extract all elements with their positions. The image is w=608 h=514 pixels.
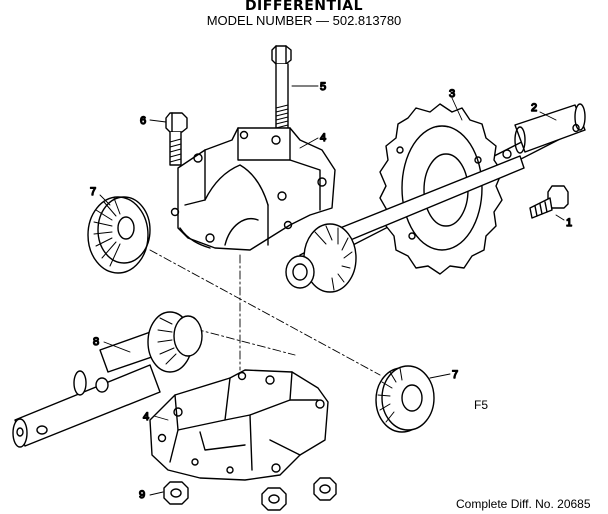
part-1-bolt: [529, 185, 569, 219]
part-4-upper-housing: [170, 127, 336, 251]
callout-8: 8: [93, 336, 99, 348]
upper-shaft-bevel-gear: [285, 223, 357, 293]
callout-5: 5: [320, 81, 326, 93]
part-7-lower-bevel-gear: [375, 365, 435, 433]
part-5-long-bolt: [271, 45, 292, 133]
part-7-upper-bevel-gear: [87, 196, 151, 274]
diagram-title: DIFFERENTIAL: [244, 0, 364, 14]
part-2-axle-lower: [12, 364, 161, 448]
callout-7-upper: 7: [90, 186, 96, 198]
callout-7-lower: 7: [452, 369, 458, 381]
callout-4-lower: 4: [143, 411, 149, 423]
part-6-short-bolt: [165, 112, 188, 166]
part-9-nuts: [163, 477, 337, 511]
callout-1: 1: [566, 217, 572, 229]
callout-3: 3: [449, 88, 455, 100]
part-8-lower-shaft: [99, 311, 203, 373]
leader-lines: [99, 85, 565, 496]
complete-diff-number: Complete Diff. No. 20685: [456, 497, 591, 511]
model-number: MODEL NUMBER — 502.813780: [206, 13, 402, 28]
part-4-lower-housing: [149, 369, 329, 481]
callout-4-upper: 4: [320, 132, 326, 144]
callout-6: 6: [140, 115, 146, 127]
page-code: F5: [474, 398, 489, 412]
callout-9: 9: [139, 489, 145, 501]
callout-2: 2: [531, 102, 537, 114]
